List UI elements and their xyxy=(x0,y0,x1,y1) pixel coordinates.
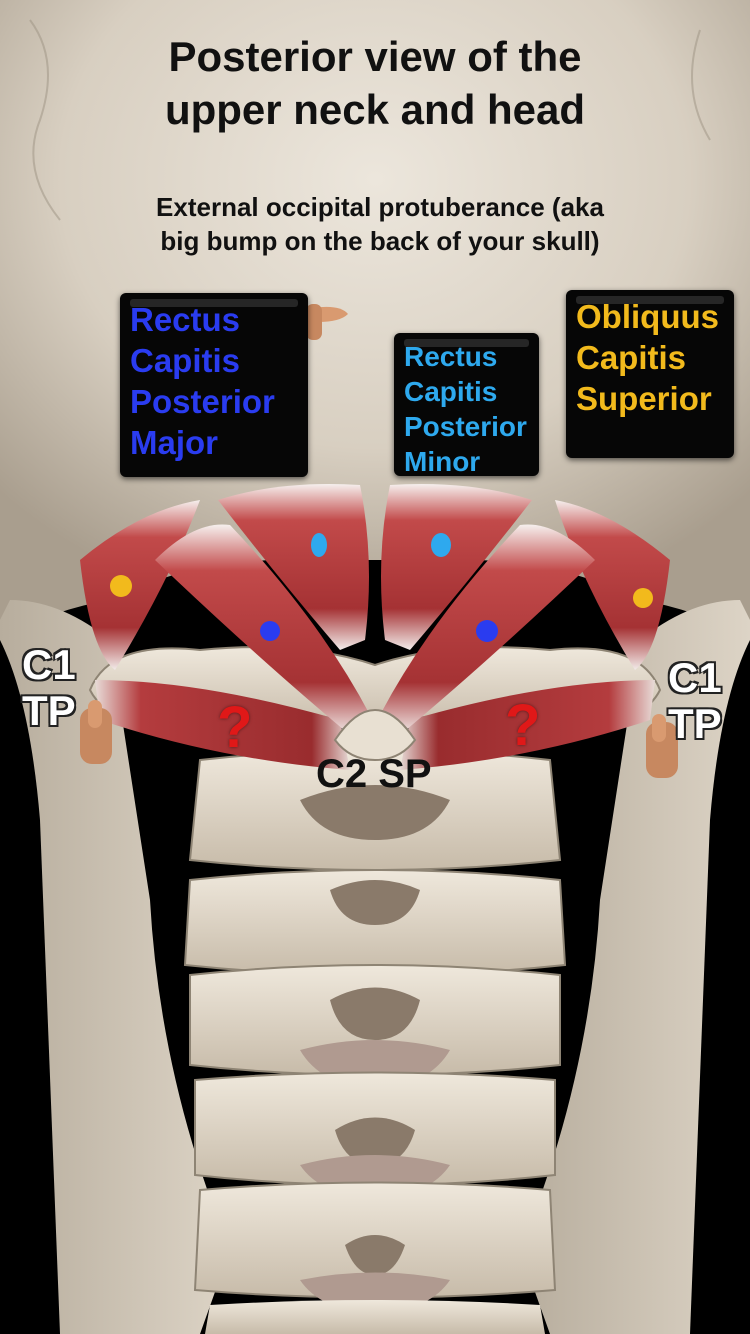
c1-tp-left-label: C1 TP xyxy=(22,641,76,734)
dot-obliquus-right xyxy=(633,588,653,608)
c1-tp-right-label: C1 TP xyxy=(668,654,722,747)
page-title: Posterior view of the upper neck and hea… xyxy=(0,30,750,136)
skull-suture xyxy=(29,19,61,221)
dot-rcp-minor-left xyxy=(311,533,327,557)
label-rcp-minor-text: Rectus Capitis Posterior Minor xyxy=(404,341,527,477)
mandible-right xyxy=(520,600,750,1334)
c2-sp-label: C2 SP xyxy=(316,752,432,796)
dot-rcp-minor-right xyxy=(431,533,451,557)
muscle-obliquus-inferior-right xyxy=(400,680,655,770)
label-rcp-minor: Rectus Capitis Posterior Minor xyxy=(394,333,539,477)
label-rcp-major-text: Rectus Capitis Posterior Major xyxy=(130,301,275,461)
question-mark-right: ? xyxy=(505,693,541,758)
dot-rcp-major-left xyxy=(260,621,280,641)
muscle-obliquus-inferior-left xyxy=(95,680,350,770)
question-mark-left: ? xyxy=(217,695,253,760)
muscle-rcp-minor-right xyxy=(381,484,532,650)
skull xyxy=(0,0,750,640)
title-line-2: upper neck and head xyxy=(164,86,586,133)
label-obliquus: Obliquus Capitis Superior xyxy=(566,290,734,458)
title-line-1: Posterior view of the xyxy=(168,33,582,80)
mandible-left xyxy=(0,600,230,1334)
muscle-obliquus-superior-left xyxy=(80,500,200,670)
hand-pointing-left-c1-icon xyxy=(80,700,112,764)
label-obliquus-text: Obliquus Capitis Superior xyxy=(576,298,719,417)
muscle-rcp-minor-left xyxy=(218,484,369,650)
dot-rcp-major-right xyxy=(476,620,498,642)
muscle-obliquus-superior-right xyxy=(555,500,670,670)
label-rcp-major: Rectus Capitis Posterior Major xyxy=(120,293,308,477)
hand-pointing-right-c1-icon xyxy=(646,714,678,778)
pointing-hand-icon xyxy=(306,304,348,340)
dot-obliquus-left xyxy=(110,575,132,597)
c2-spinous-process xyxy=(333,709,417,762)
cervical-spine xyxy=(183,749,567,1334)
protuberance-label: External occipital protuberance (aka big… xyxy=(156,192,604,256)
